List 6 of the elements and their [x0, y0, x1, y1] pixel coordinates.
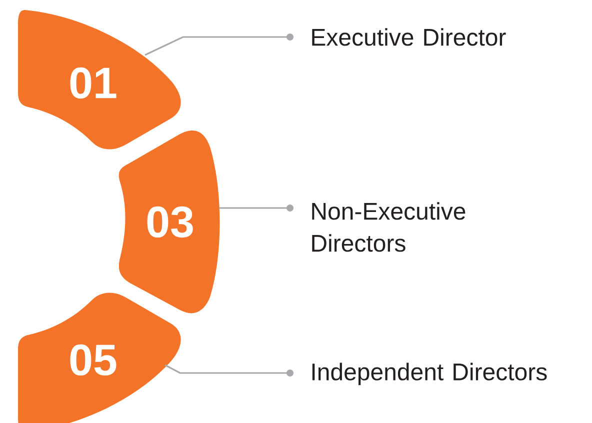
leader-line	[144, 34, 294, 56]
label-text: Executive Director	[312, 28, 506, 46]
label-text: Independent Directors	[312, 362, 547, 386]
leader-line	[219, 204, 294, 212]
label-text: Non-Executive Directors	[312, 202, 466, 252]
leader-line	[164, 364, 294, 376]
